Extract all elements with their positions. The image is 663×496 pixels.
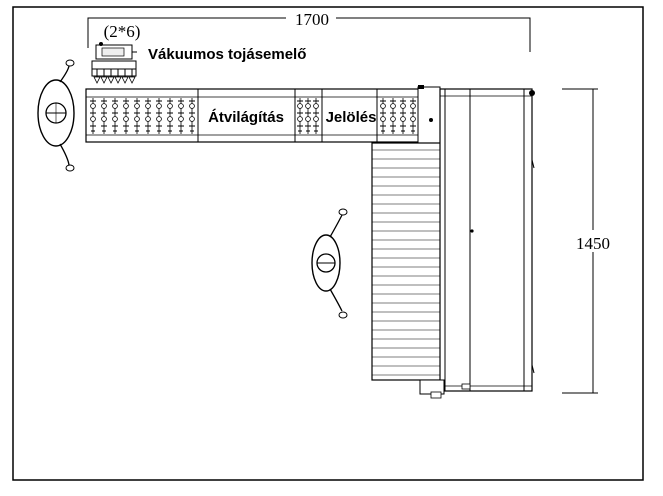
egg-holder	[167, 98, 173, 134]
egg-holder	[297, 98, 303, 134]
horizontal-conveyor	[85, 88, 423, 143]
vacuum-lifter-label: Vákuumos tojásemelő	[148, 46, 306, 63]
operator-figure-icon	[37, 59, 75, 172]
transfer-unit	[417, 85, 441, 145]
gripper-count-label: (2*6)	[104, 22, 141, 41]
conveyor-slats	[372, 149, 442, 376]
egg-holder	[380, 98, 386, 134]
egg-holder-icon	[90, 98, 416, 134]
egg-holder	[313, 98, 319, 134]
outer-frame	[12, 6, 644, 481]
vacuum-lifter	[91, 42, 137, 84]
dimension-1450: 1450	[562, 88, 620, 394]
operator-figure-icon	[311, 208, 348, 319]
egg-holder	[101, 98, 107, 134]
egg-holder	[145, 98, 151, 134]
suction-cup	[114, 69, 122, 84]
egg-holder	[156, 98, 162, 134]
suction-cup	[121, 69, 129, 84]
dimension-1700: 1700	[87, 8, 531, 52]
suction-cup-icon	[93, 69, 136, 84]
dimension-width-label: 1700	[295, 10, 329, 29]
egg-holder	[305, 98, 311, 134]
egg-holder	[390, 98, 396, 134]
suction-cup	[100, 69, 108, 84]
egg-holder	[123, 98, 129, 134]
suction-cup	[107, 69, 115, 84]
vertical-conveyor	[371, 142, 443, 381]
dimension-height-label: 1450	[576, 234, 610, 253]
egg-holder	[410, 98, 416, 134]
suction-cup	[93, 69, 101, 84]
packing-table	[419, 88, 535, 399]
candling-label: Átvilágítás	[208, 109, 284, 126]
marking-label: Jelölés	[326, 109, 377, 126]
egg-holder	[400, 98, 406, 134]
egg-holder	[189, 98, 195, 134]
egg-holder	[112, 98, 118, 134]
egg-holder	[178, 98, 184, 134]
egg-holder	[90, 98, 96, 134]
egg-holder	[134, 98, 140, 134]
suction-cup	[128, 69, 136, 84]
